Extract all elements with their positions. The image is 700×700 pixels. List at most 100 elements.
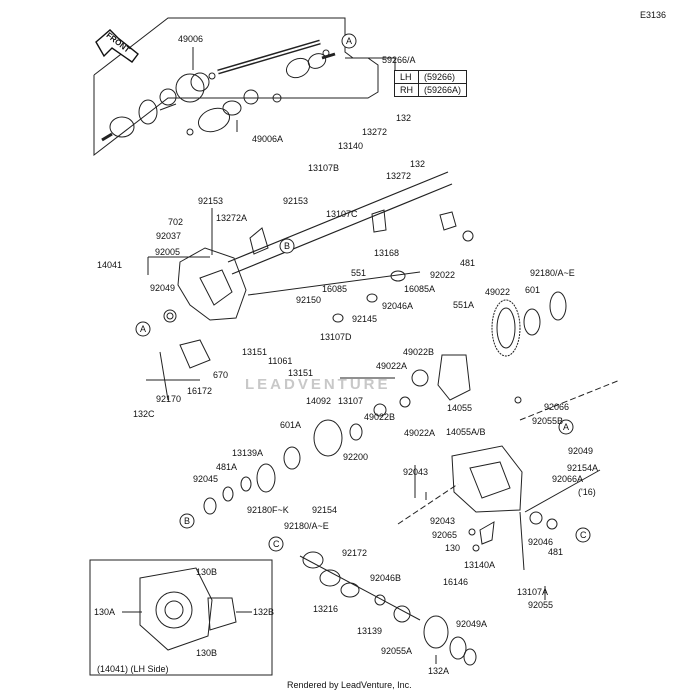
part-label[interactable]: 16085 [322,284,348,294]
part-label[interactable]: 92180F~K [247,505,289,515]
part-label[interactable]: 92043 [430,516,456,526]
part-label[interactable]: 92065 [432,530,458,540]
part-label[interactable]: ('16) [578,487,596,497]
ring-gear-49022 [491,299,521,357]
part-label[interactable]: 49022B [364,412,396,422]
part-label[interactable]: 92046 [528,537,554,547]
part-label[interactable]: 13107C [326,209,358,219]
part-label[interactable]: 92172 [342,548,368,558]
part-label[interactable]: 132 [410,159,426,169]
part-label[interactable]: 92200 [343,452,369,462]
part-label[interactable]: 14092 [306,396,332,406]
part-label[interactable]: 13107B [308,163,340,173]
part-label[interactable]: 132 [396,113,412,123]
part-label[interactable]: 13107D [320,332,352,342]
part-label[interactable]: 59266/A [382,55,416,65]
part-label[interactable]: 132C [133,409,155,419]
part-label[interactable]: 601A [280,420,302,430]
part-label[interactable]: 16085A [404,284,436,294]
part-label[interactable]: 92046A [382,301,414,311]
part-label[interactable]: 92153 [283,196,309,206]
inset-label[interactable]: 130B [196,648,218,658]
inset-label[interactable]: 130B [196,567,218,577]
part-label[interactable]: 481 [460,258,476,268]
side-cell: RH [394,83,419,97]
callout-c: C [580,530,587,540]
part-label[interactable]: 92055A [381,646,413,656]
part-label[interactable]: 13216 [313,604,339,614]
part-label[interactable]: 49006A [252,134,284,144]
part-label[interactable]: 670 [213,370,229,380]
part-label[interactable]: 92180/A~E [284,521,329,531]
part-label[interactable]: 49022B [403,347,435,357]
inset-caption: (14041) (LH Side) [97,664,169,674]
part-label[interactable]: 13168 [374,248,400,258]
part-label[interactable]: 14041 [97,260,123,270]
part-label[interactable]: 13139 [357,626,383,636]
part-label[interactable]: 92145 [352,314,378,324]
part-label[interactable]: 92150 [296,295,322,305]
side-table-row: LH (59266) [394,70,468,84]
part-label[interactable]: 601 [525,285,541,295]
part-label[interactable]: 16146 [443,577,469,587]
part-label[interactable]: 92055 [528,600,554,610]
part-label[interactable]: 49022A [404,428,436,438]
inset-label[interactable]: 130A [94,607,116,617]
diagram-code: E3136 [640,10,667,20]
part-label[interactable]: 92153 [198,196,224,206]
part-label[interactable]: 13272 [386,171,412,181]
part-label[interactable]: 92005 [155,247,181,257]
side-table: LH (59266) RH (59266A) [394,70,468,97]
part-label[interactable]: 49006 [178,34,204,44]
part-label[interactable]: 92045 [193,474,219,484]
housing-14055AB [451,445,523,513]
callout-a: A [140,324,147,334]
part-label[interactable]: 13140A [464,560,496,570]
part-label[interactable]: 92154A [567,463,599,473]
part-label[interactable]: 92049 [568,446,594,456]
part-label[interactable]: 13107A [517,587,549,597]
part-label[interactable]: 92037 [156,231,182,241]
part-label[interactable]: 92049A [456,619,488,629]
side-table-row: RH (59266A) [394,83,468,97]
side-cell: LH [394,70,419,84]
inset-label[interactable]: 132B [253,607,275,617]
part-label[interactable]: 132A [428,666,450,676]
part-label[interactable]: 92022 [430,270,456,280]
housing-14041 [177,247,247,321]
part-label[interactable]: 92170 [156,394,182,404]
part-cell: (59266) [417,70,468,84]
part-label[interactable]: 551 [351,268,367,278]
part-label[interactable]: 92066A [552,474,584,484]
part-label[interactable]: 49022A [376,361,408,371]
part-label[interactable]: 92066 [544,402,570,412]
part-label[interactable]: 16172 [187,386,213,396]
part-label[interactable]: 481A [216,462,238,472]
part-label[interactable]: 13151 [288,368,314,378]
part-label[interactable]: 92154 [312,505,338,515]
part-label[interactable]: 551A [453,300,475,310]
part-label[interactable]: 702 [168,217,184,227]
part-label[interactable]: 481 [548,547,564,557]
part-cell: (59266A) [417,83,468,97]
part-label[interactable]: 13107 [338,396,364,406]
part-label[interactable]: 13272 [362,127,388,137]
part-label[interactable]: 13139A [232,448,264,458]
part-label[interactable]: 13272A [216,213,248,223]
part-label[interactable]: 14055 [447,403,473,413]
part-label[interactable]: 11061 [268,356,293,366]
callout-b: B [184,516,191,526]
part-label[interactable]: 13140 [338,141,364,151]
part-label[interactable]: 92049 [150,283,176,293]
part-label[interactable]: 92055B [532,416,564,426]
inset-frame [89,559,273,676]
part-label[interactable]: 92046B [370,573,402,583]
part-label[interactable]: 92043 [403,467,429,477]
part-label[interactable]: 92180/A~E [530,268,575,278]
part-label[interactable]: 13151 [242,347,268,357]
front-arrow-icon [95,29,139,63]
part-label[interactable]: 130 [445,543,461,553]
part-label[interactable]: 49022 [485,287,511,297]
part-label[interactable]: 14055A/B [446,427,486,437]
